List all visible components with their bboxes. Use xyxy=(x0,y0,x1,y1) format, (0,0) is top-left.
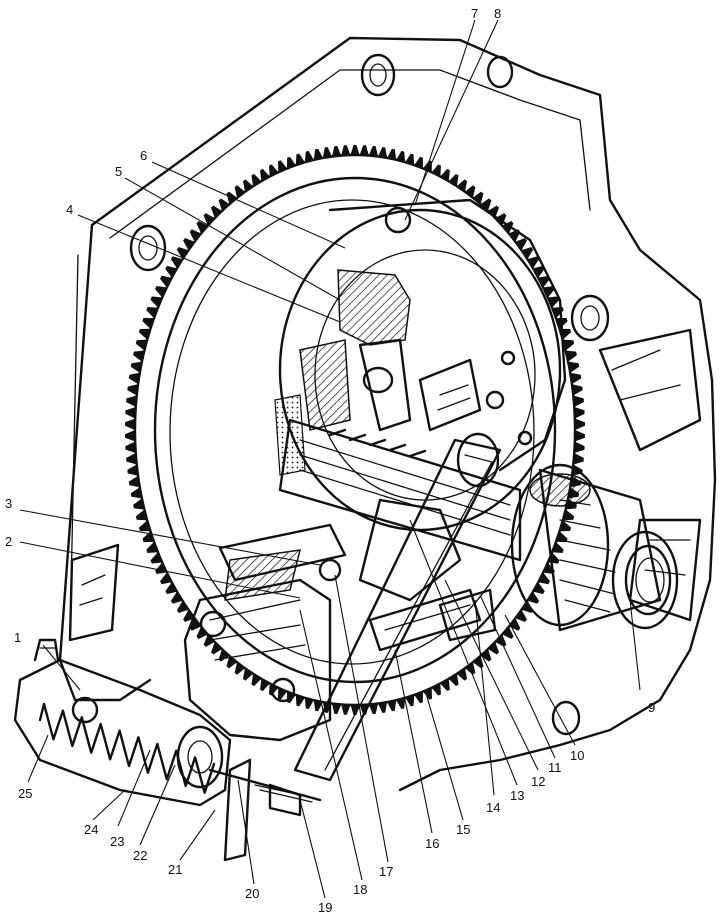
callout-21: 21 xyxy=(168,862,182,877)
callout-5: 5 xyxy=(115,164,122,179)
input-shaft xyxy=(278,418,679,632)
callout-11: 11 xyxy=(548,760,562,775)
callout-4: 4 xyxy=(66,202,73,217)
callout-13: 13 xyxy=(510,788,524,803)
callout-23: 23 xyxy=(110,834,124,849)
cover-bolt xyxy=(384,206,412,234)
callout-3: 3 xyxy=(5,496,12,511)
release-fork xyxy=(293,432,502,782)
cross-shaft xyxy=(368,588,497,652)
leader-lines xyxy=(19,19,641,899)
callout-17: 17 xyxy=(379,864,393,879)
fork-lever-housing xyxy=(183,523,347,742)
callout-7: 7 xyxy=(471,6,478,21)
callout-15: 15 xyxy=(456,822,470,837)
callout-6: 6 xyxy=(140,148,147,163)
callout-18: 18 xyxy=(353,882,367,897)
callout-24: 24 xyxy=(84,822,98,837)
callout-8: 8 xyxy=(494,6,501,21)
callout-1: 1 xyxy=(14,630,21,645)
callout-14: 14 xyxy=(486,800,500,815)
callout-22: 22 xyxy=(133,848,147,863)
callout-25: 25 xyxy=(18,786,32,801)
callout-9: 9 xyxy=(648,700,655,715)
callout-2: 2 xyxy=(5,534,12,549)
callout-10: 10 xyxy=(570,748,584,763)
bell-housing xyxy=(58,36,717,792)
return-spring-assembly xyxy=(13,638,322,862)
callout-12: 12 xyxy=(531,774,545,789)
output-flange xyxy=(611,530,679,630)
callout-20: 20 xyxy=(245,886,259,901)
callout-19: 19 xyxy=(318,900,332,915)
callout-16: 16 xyxy=(425,836,439,851)
callout-labels: 1 2 3 4 5 6 7 8 9 10 11 12 13 14 15 16 1… xyxy=(5,6,655,915)
